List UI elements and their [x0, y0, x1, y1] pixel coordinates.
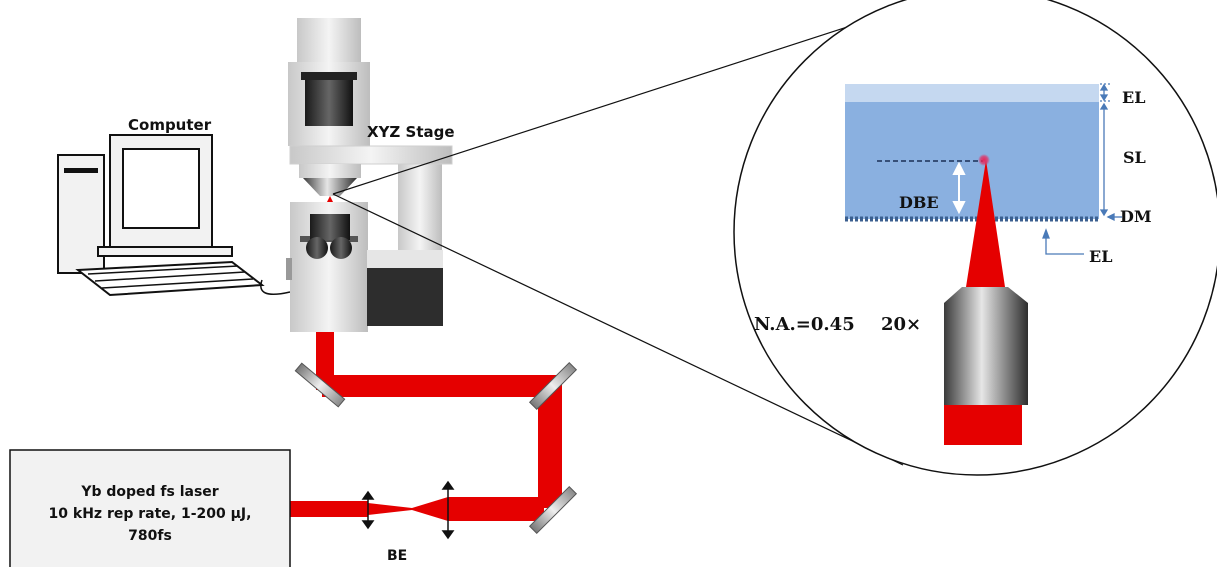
laser-source-box — [9, 449, 291, 567]
focused-beam-cone — [966, 160, 1005, 287]
objective-icon — [944, 287, 1028, 445]
dbe-label: DBE — [899, 193, 939, 212]
focus-spot — [978, 154, 990, 166]
sample-top-layer — [845, 84, 1099, 102]
dm-label: DM — [1120, 207, 1152, 226]
laser-beam-path — [290, 310, 562, 521]
zoom-callout-lines — [332, 3, 919, 466]
layer-dimension-markers — [1042, 83, 1122, 255]
lens-icon — [361, 490, 375, 530]
laser-label-line3: 780fs — [128, 528, 172, 544]
el-top-label: EL — [1122, 88, 1145, 107]
el-bottom-label: EL — [1089, 247, 1112, 266]
computer-label: Computer — [128, 116, 212, 134]
mirror-icon — [528, 361, 578, 411]
sample-substrate — [845, 102, 1099, 219]
mirror-icon — [294, 362, 346, 408]
microscope-icon — [286, 18, 453, 332]
laser-label-line1: Yb doped fs laser — [80, 484, 218, 500]
numerical-aperture-label: N.A.=0.45 — [754, 314, 855, 335]
mirror-icon — [528, 485, 578, 535]
xyz-stage-label: XYZ Stage — [367, 123, 455, 141]
beam-expander-label: BE — [387, 548, 407, 564]
laser-label-line2: 10 kHz rep rate, 1-200 μJ, — [49, 506, 252, 522]
computer-icon — [57, 134, 291, 297]
sl-label: SL — [1123, 148, 1146, 167]
magnification-label: 20× — [881, 314, 921, 335]
lens-icon — [441, 480, 455, 540]
dbe-arrow — [952, 161, 966, 215]
